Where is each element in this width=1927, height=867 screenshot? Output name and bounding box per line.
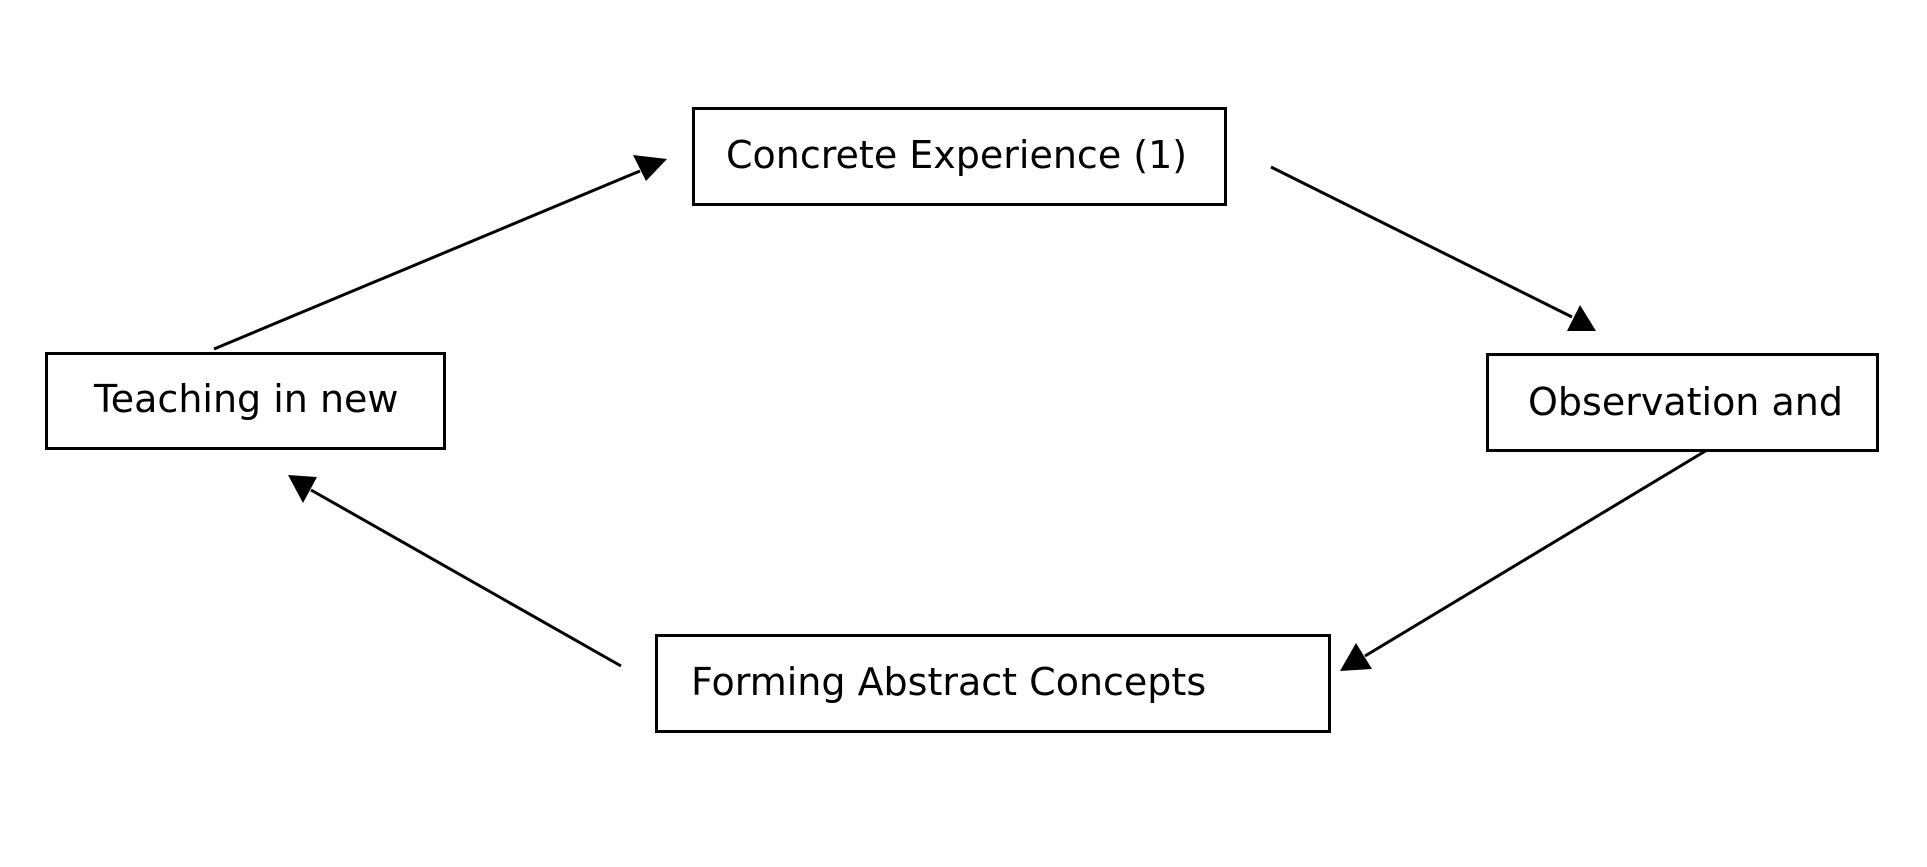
arrow-observation-to-abstract	[1340, 445, 1713, 671]
observation-box: Observation and	[1486, 353, 1879, 452]
arrow-abstract-to-teaching	[288, 475, 622, 668]
concrete-experience-label: Concrete Experience (1)	[726, 133, 1188, 177]
abstract-concepts-box: Forming Abstract Concepts	[655, 634, 1331, 733]
arrow-concrete-to-observation	[1270, 165, 1596, 331]
observation-label: Observation and	[1528, 380, 1843, 424]
teaching-box: Teaching in new	[45, 352, 446, 450]
concrete-experience-box: Concrete Experience (1)	[692, 107, 1227, 206]
teaching-label: Teaching in new	[94, 377, 399, 421]
arrow-teaching-to-concrete	[213, 155, 667, 351]
abstract-concepts-label: Forming Abstract Concepts	[691, 660, 1207, 704]
